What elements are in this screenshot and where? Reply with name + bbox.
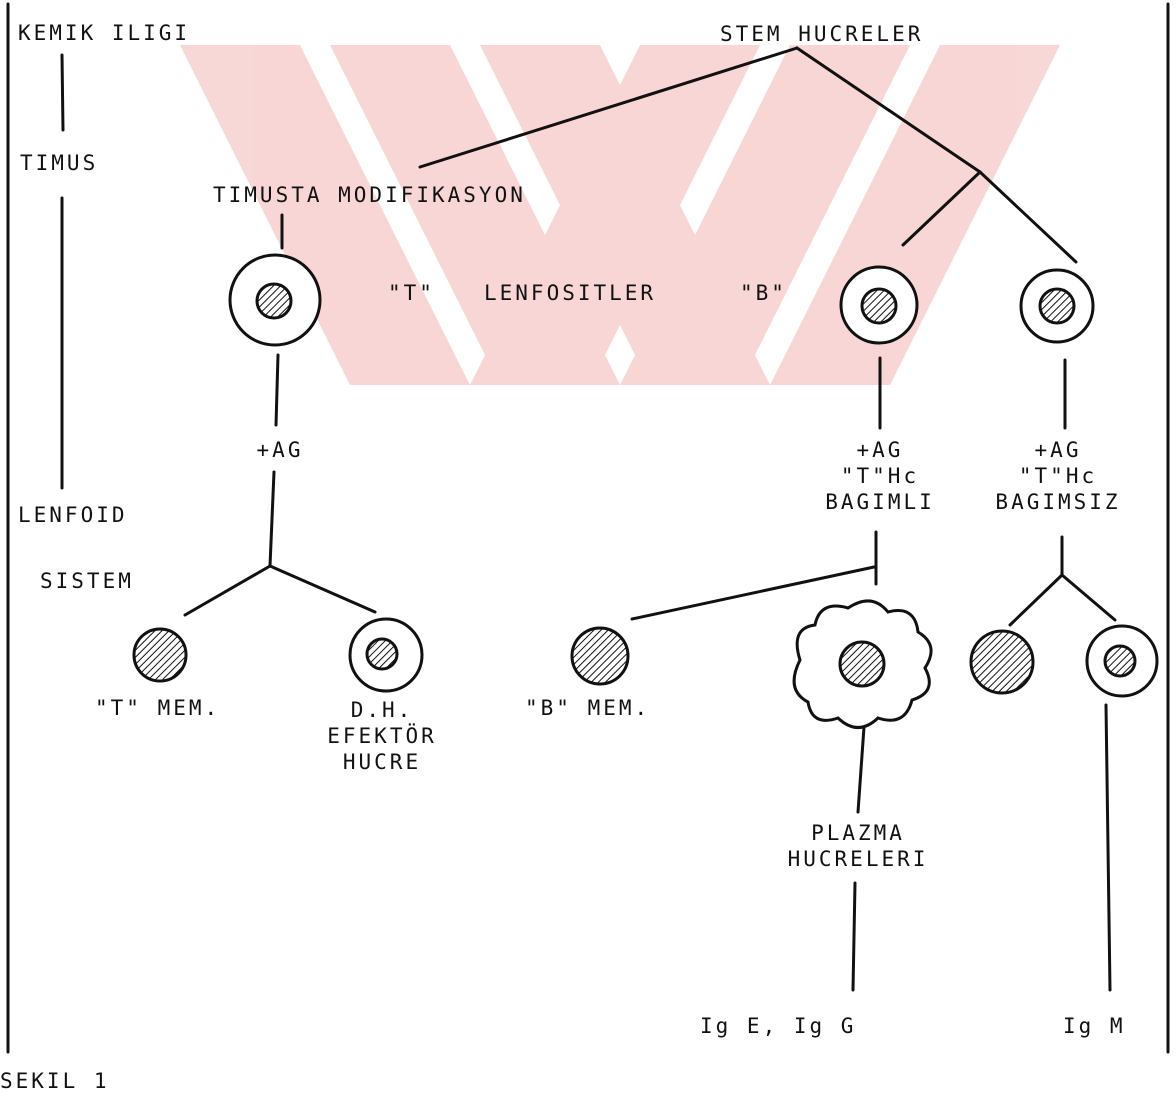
t-ag-label: +AG	[257, 437, 304, 463]
stem-to-timus-line	[420, 48, 797, 167]
b-independent-bagimsiz: BAGIMSIZ	[995, 489, 1120, 515]
b-dependent-thc: "T"Hc	[825, 463, 935, 489]
t-split-right-line	[270, 566, 375, 612]
effector-label-line-3: HUCRE	[327, 749, 437, 775]
kemik-iligi-label: KEMIK ILIGI	[18, 20, 190, 46]
t-quote-label: "T"	[388, 280, 435, 306]
b-dependent-label: +AG "T"Hc BAGIMLI	[825, 437, 935, 515]
effector-cell	[350, 619, 422, 691]
figure-caption: SEKIL 1	[0, 1068, 110, 1094]
b-memory-cell	[572, 628, 628, 684]
b-dependent-bagimli: BAGIMLI	[825, 489, 935, 515]
t-lymphocyte-cell	[230, 255, 320, 345]
effector-label-line-2: EFEKTÖR	[327, 723, 437, 749]
b-dependent-ag: +AG	[825, 437, 935, 463]
b-split-right-line	[980, 172, 1076, 262]
b-lymphocyte-cell-2	[1021, 270, 1093, 342]
b-split-left-line	[903, 172, 980, 245]
b-independent-label: +AG "T"Hc BAGIMSIZ	[995, 437, 1120, 515]
effector-label: D.H. EFEKTÖR HUCRE	[327, 697, 437, 775]
bagimsiz-split-left-line	[1010, 575, 1062, 625]
kemik-timus-line	[62, 55, 63, 130]
plazma-line-2: HUCRELERI	[788, 846, 929, 872]
plasma-to-label-line	[858, 727, 864, 812]
stem-hucreler-label: STEM HUCRELER	[720, 21, 923, 47]
bagimsiz-split-right-line	[1062, 575, 1115, 620]
plasma-label-to-ig-line	[853, 883, 855, 990]
effector-label-line-1: D.H.	[327, 697, 437, 723]
sistem-label: SISTEM	[40, 568, 134, 594]
lenfositler-label: LENFOSITLER	[484, 280, 656, 306]
plazma-line-1: PLAZMA	[788, 820, 929, 846]
b-independent-effector-cell	[1087, 626, 1157, 696]
igm-line	[1106, 705, 1110, 990]
t-memory-cell	[134, 629, 186, 681]
t-mem-label: "T" MEM.	[95, 695, 220, 721]
b-quote-label: "B"	[740, 280, 787, 306]
ig-m-label: Ig M	[1063, 1013, 1126, 1039]
b-independent-thc: "T"Hc	[995, 463, 1120, 489]
b-mem-label: "B" MEM.	[525, 695, 650, 721]
plasma-cell	[794, 601, 931, 728]
t-ag-to-split-line	[270, 472, 274, 566]
t-split-left-line	[185, 566, 270, 615]
plazma-hucreleri-label: PLAZMA HUCRELERI	[788, 820, 929, 872]
stem-to-b-line	[797, 48, 980, 172]
ig-e-ig-g-label: Ig E, Ig G	[700, 1013, 856, 1039]
lenfoid-label: LENFOID	[18, 502, 128, 528]
b-independent-ag: +AG	[995, 437, 1120, 463]
timusta-modifikasyon-label: TIMUSTA MODIFIKASYON	[213, 182, 526, 208]
b-independent-memory-cell	[971, 631, 1033, 693]
timus-label: TIMUS	[20, 150, 98, 176]
b-lymphocyte-cell-1	[841, 267, 917, 343]
t-cell-to-ag-line	[276, 355, 278, 425]
